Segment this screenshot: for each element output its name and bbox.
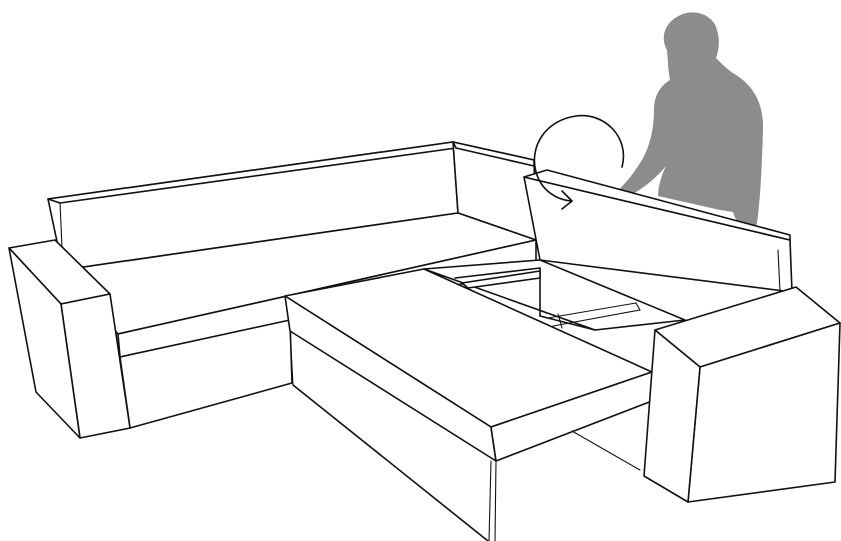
pullout-base-edge — [292, 384, 489, 541]
armrest-right-side — [643, 329, 701, 503]
pullout-underside — [571, 430, 641, 471]
backrest-top-edge — [523, 169, 791, 241]
pullout-leg-left — [289, 330, 294, 386]
person-body — [607, 12, 764, 257]
armrest-left-side — [8, 247, 81, 439]
pullout-leg-front-a — [488, 460, 492, 541]
pullout-leg-front-b — [494, 460, 497, 541]
storage-rail — [461, 270, 541, 289]
armrest-right — [643, 286, 841, 503]
storage-opening — [423, 259, 686, 331]
person-silhouette-icon — [607, 12, 764, 257]
armrest-left — [8, 239, 131, 439]
curved-arrow-icon — [533, 114, 625, 210]
storage-compartment — [423, 259, 686, 331]
lifted-backrest — [523, 169, 793, 293]
pullout-bed — [284, 268, 653, 541]
